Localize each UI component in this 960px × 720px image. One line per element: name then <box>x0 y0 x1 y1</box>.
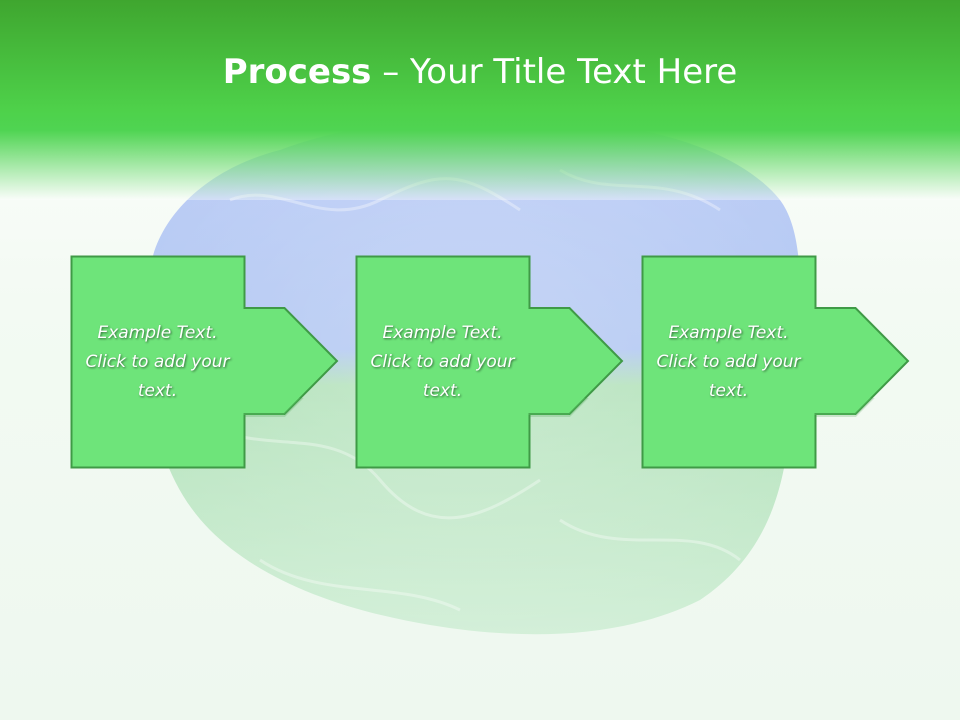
right-arrow-icon <box>70 255 339 469</box>
process-step-3[interactable]: Example Text. Click to add your text. <box>641 255 922 469</box>
slide-title[interactable]: Process – Your Title Text Here <box>0 52 960 92</box>
step-reflection <box>356 398 636 468</box>
title-bold-text: Process <box>222 52 372 92</box>
right-arrow-icon <box>641 255 910 469</box>
process-step-1[interactable]: Example Text. Click to add your text. <box>70 255 351 469</box>
step-text[interactable]: Example Text. Click to add your text. <box>656 322 801 401</box>
title-bar <box>0 0 960 200</box>
process-step-2[interactable]: Example Text. Click to add your text. <box>355 255 636 469</box>
right-arrow-icon <box>355 255 624 469</box>
title-rest-text: – Your Title Text Here <box>371 52 738 92</box>
step-reflection <box>642 398 922 468</box>
step-reflection <box>71 398 351 468</box>
step-text[interactable]: Example Text. Click to add your text. <box>370 322 515 401</box>
step-text[interactable]: Example Text. Click to add your text. <box>85 322 230 401</box>
